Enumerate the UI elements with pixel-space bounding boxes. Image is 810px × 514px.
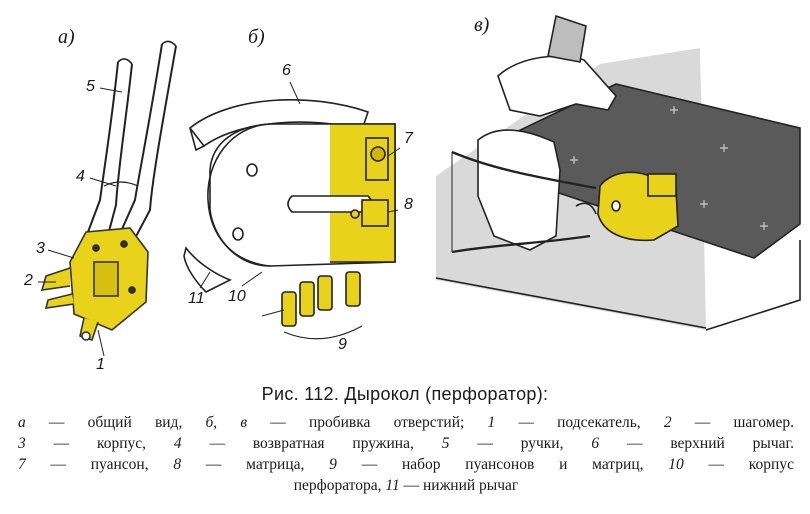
label-5: 5 — [86, 78, 95, 95]
caption-segment: 5 — [441, 435, 450, 452]
caption-segment: 6 — [591, 435, 600, 452]
caption-line-4: перфоратора, 11 — нижний рычаг — [18, 475, 794, 496]
caption-segment: в — [240, 414, 248, 431]
label-1: 1 — [96, 356, 105, 373]
caption-segment: а — [18, 414, 26, 431]
caption-segment: перфоратора, — [293, 477, 386, 494]
label-8: 8 — [404, 196, 413, 213]
label-4: 4 — [76, 168, 85, 185]
caption-segment: 7 — [18, 456, 26, 473]
label-10: 10 — [228, 288, 246, 305]
caption-segment: 10 — [668, 456, 684, 473]
caption-segment: — ручки, — [449, 435, 592, 452]
figure-caption-legend: а — общий вид, б, в — пробивка отверстий… — [18, 412, 794, 496]
figure-drawing — [38, 14, 801, 357]
caption-segment: 11 — [385, 477, 400, 494]
caption-line-2: 3 — корпус, 4 — возвратная пружина, 5 — … — [18, 433, 794, 454]
punch-set — [281, 271, 361, 327]
caption-segment: б — [205, 414, 214, 431]
caption-line-1: а — общий вид, б, в — пробивка отверстий… — [18, 412, 794, 433]
caption-segment: — пробивка отверстий; — [247, 414, 488, 431]
label-7: 7 — [404, 130, 413, 147]
perforator-general-view — [38, 40, 177, 357]
figure-illustration: а) б) в) 5 4 3 2 1 6 7 8 11 10 9 — [24, 14, 801, 373]
caption-segment: , — [213, 414, 241, 431]
caption-segment: — пуансон, — [25, 456, 174, 473]
label-3: 3 — [36, 240, 45, 257]
caption-segment: 1 — [487, 414, 496, 431]
figure-caption-title: Рис. 112. Дырокол (перфоратор): — [261, 384, 549, 404]
caption-segment: — матрица, — [181, 456, 330, 473]
caption-segment: — возвратная пружина, — [181, 435, 442, 452]
caption-segment: — корпус, — [25, 435, 174, 452]
caption-segment: — корпус — [683, 456, 794, 473]
caption-segment: — подсекатель, — [495, 414, 664, 431]
caption-segment: 4 — [173, 435, 182, 452]
caption-line-3: 7 — пуансон, 8 — матрица, 9 — набор пуан… — [18, 454, 794, 475]
label-6: 6 — [282, 62, 291, 79]
caption-segment: — нижний рычаг — [399, 477, 519, 494]
panel-label-b: б) — [248, 26, 265, 48]
perforator-detail-view — [183, 81, 401, 340]
caption-segment: 9 — [329, 456, 337, 473]
caption-segment: 2 — [663, 414, 672, 431]
caption-segment: — набор пуансонов и матриц, — [336, 456, 669, 473]
panel-label-c: в) — [474, 14, 490, 36]
panel-label-a: а) — [58, 26, 75, 48]
caption-segment: — верхний рычаг. — [599, 435, 794, 452]
label-11: 11 — [188, 290, 205, 307]
caption-segment: 8 — [173, 456, 182, 473]
label-9: 9 — [338, 336, 347, 353]
caption-segment: — шагомер. — [671, 414, 795, 431]
label-2: 2 — [24, 272, 33, 289]
caption-segment: — общий вид, — [25, 414, 206, 431]
punching-scene — [435, 14, 801, 331]
caption-segment: 3 — [18, 435, 26, 452]
